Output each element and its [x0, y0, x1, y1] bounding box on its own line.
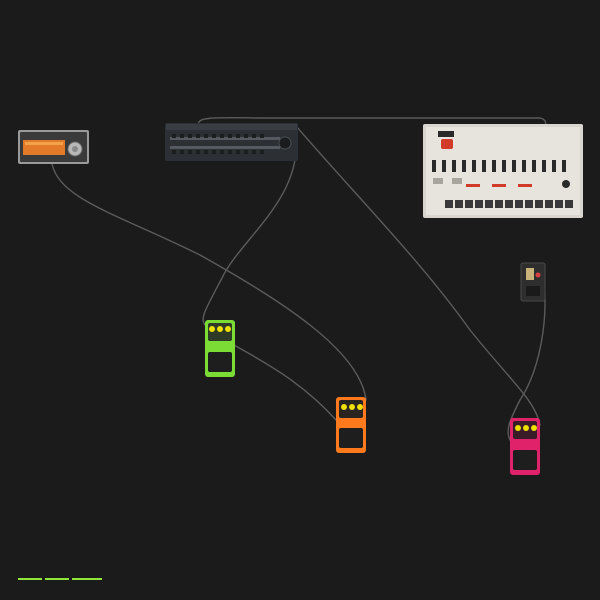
sequencer-module[interactable]: [165, 123, 298, 161]
cable-green-to-orange[interactable]: [233, 344, 337, 421]
pedal-pink[interactable]: [510, 418, 540, 475]
pedal-knob[interactable]: [515, 425, 521, 431]
status-bar: [18, 578, 102, 580]
pedal-knob[interactable]: [341, 404, 347, 410]
cable-meter-to-orange[interactable]: [51, 163, 367, 401]
cable-sequencer-to-pink[interactable]: [295, 125, 541, 426]
cable-sequencer-to-green[interactable]: [202, 139, 297, 326]
pedal-knob[interactable]: [209, 326, 215, 332]
status-segment: [72, 578, 102, 580]
sequencer-icon: [170, 137, 280, 149]
drum-machine[interactable]: [423, 124, 583, 218]
pedal-footswitch[interactable]: [513, 450, 537, 470]
pedal-green[interactable]: [205, 320, 235, 377]
power-box[interactable]: [520, 262, 546, 302]
status-segment: [18, 578, 42, 580]
pedal-footswitch[interactable]: [208, 352, 232, 372]
meter-module[interactable]: [18, 130, 89, 164]
status-segment: [45, 578, 69, 580]
drum-machine-icon: [438, 131, 454, 149]
drum-step-buttons[interactable]: [445, 200, 573, 208]
cable-sequencer-to-drum[interactable]: [197, 116, 547, 127]
pedal-footswitch[interactable]: [339, 428, 363, 448]
drum-master-knob[interactable]: [562, 180, 570, 188]
power-switch-icon[interactable]: [526, 268, 534, 280]
cable-powerbox-to-pink[interactable]: [507, 281, 546, 441]
pedal-orange[interactable]: [336, 397, 366, 453]
sequencer-main-knob[interactable]: [278, 136, 292, 150]
